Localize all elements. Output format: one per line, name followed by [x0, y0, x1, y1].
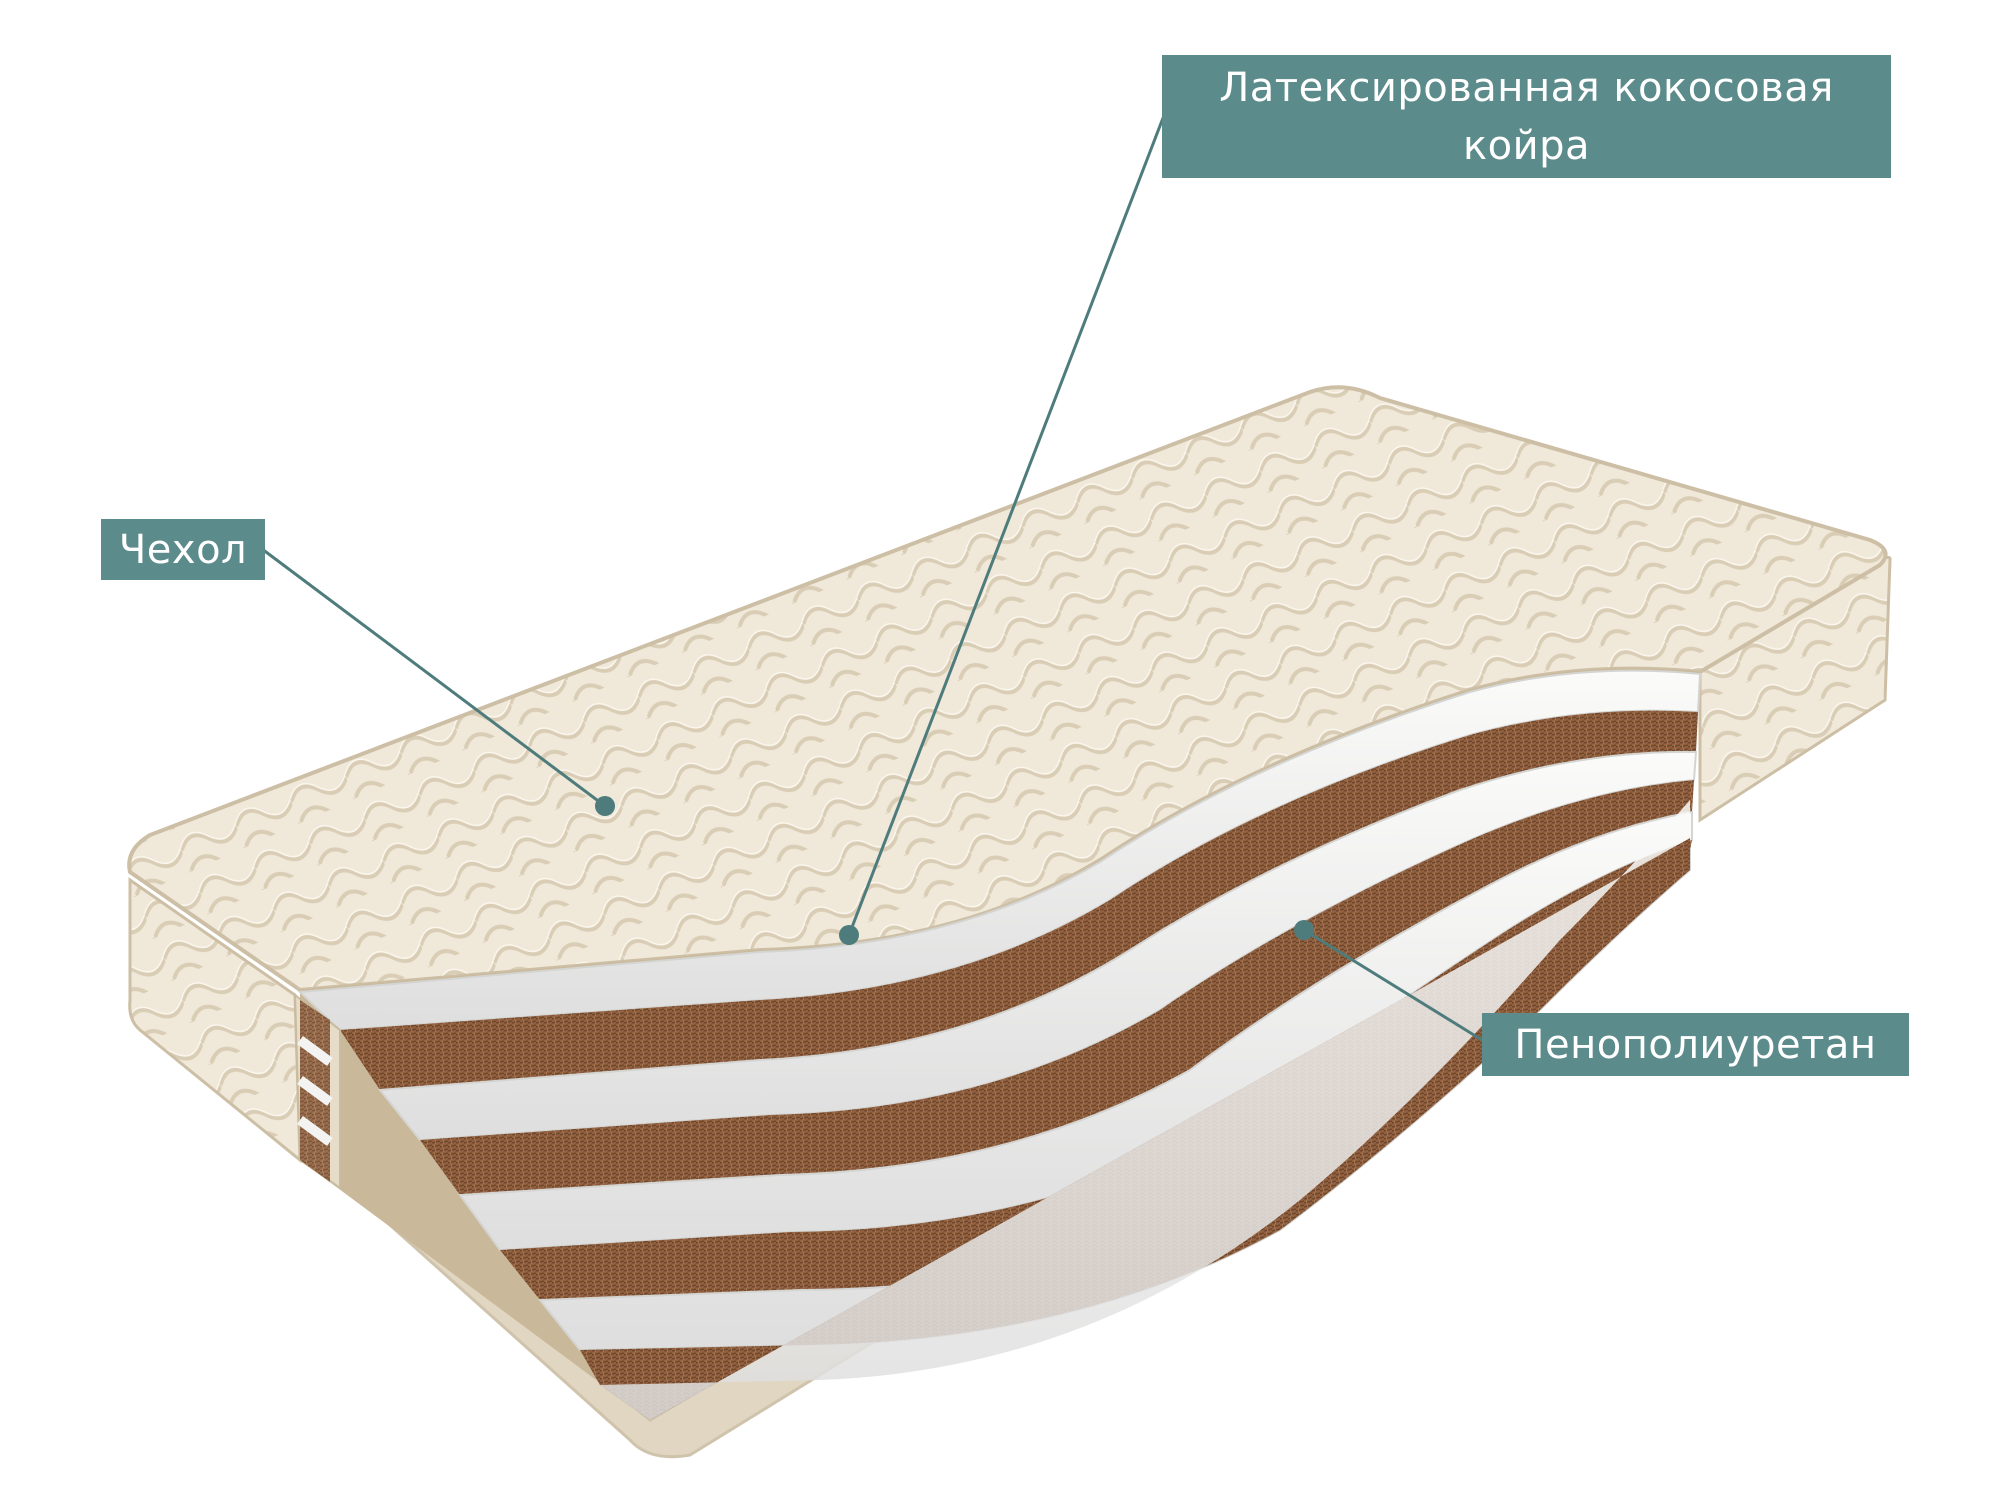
foam-pointer-dot — [1294, 920, 1314, 940]
foam-label: Пенополиуретан — [1482, 1013, 1909, 1076]
coir-label-line1: Латексированная кокосовая — [1219, 64, 1834, 111]
mattress-left-side — [128, 877, 302, 1164]
coir-label: Латексированная кокосовая койра — [1162, 55, 1891, 178]
cover-label-text: Чехол — [118, 526, 248, 573]
cover-label: Чехол — [101, 519, 265, 580]
coir-layer — [340, 710, 1698, 1090]
cover-leader-line — [261, 547, 606, 808]
coir-label-line2: койра — [1462, 122, 1591, 169]
leader-lines — [261, 104, 1483, 1042]
cover-pointer-dot — [595, 796, 615, 816]
coir-leader-line — [847, 104, 1170, 936]
mattress-cutaway-layers — [297, 668, 1702, 1420]
foam-label-text: Пенополиуретан — [1514, 1021, 1877, 1068]
foam-leader-line — [1303, 928, 1483, 1042]
leader-dots — [595, 796, 1314, 945]
coir-pointer-dot — [839, 925, 859, 945]
